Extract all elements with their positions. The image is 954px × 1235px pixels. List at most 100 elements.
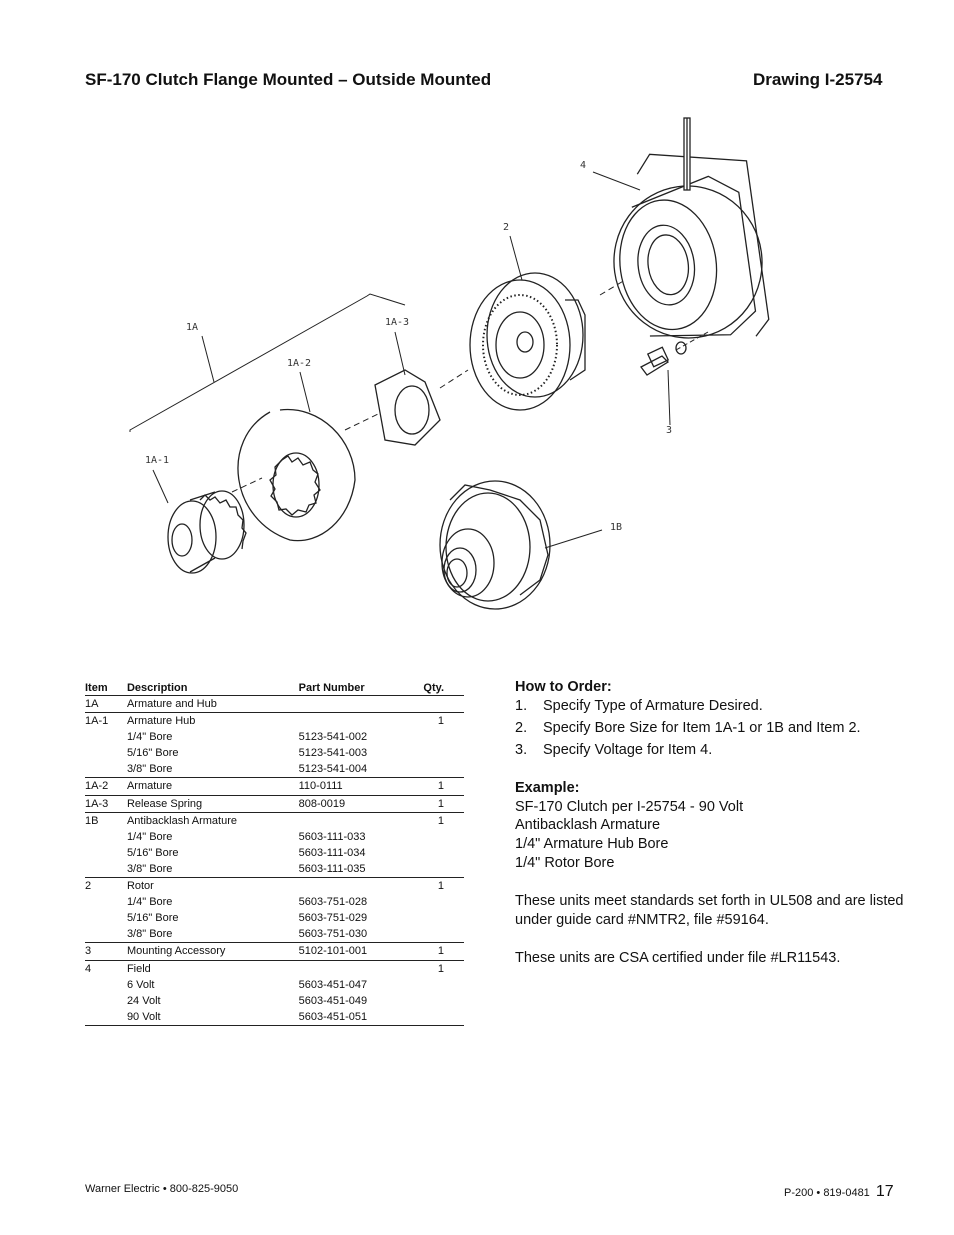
qty-cell: 1 (423, 777, 464, 796)
qty-cell (423, 845, 464, 861)
column-header-part-number: Part Number (298, 680, 424, 696)
table-row: 5/16" Bore 5123-541-003 (85, 745, 464, 761)
part-number-cell: 5603-111-033 (298, 830, 366, 843)
description-cell: 24 Volt (126, 994, 161, 1007)
table-row: 3/8" Bore 5603-751-030 (85, 926, 464, 943)
qty-cell (423, 993, 464, 1009)
qty-cell: 1 (423, 959, 464, 977)
table-header-row: Item Description Part Number Qty. (85, 680, 464, 696)
description-cell: Release Spring (126, 794, 299, 813)
part-number-cell: 5603-451-047 (298, 978, 368, 991)
qty-cell (423, 745, 464, 761)
part-number-cell: 5603-451-049 (298, 994, 368, 1007)
description-cell: Rotor (126, 877, 299, 895)
label-4: 4 (580, 160, 586, 171)
item-cell (85, 894, 127, 910)
item-cell (85, 761, 127, 778)
table-row: 24 Volt 5603-451-049 (85, 993, 464, 1009)
page-title: SF-170 Clutch Flange Mounted – Outside M… (85, 70, 492, 89)
qty-cell (423, 926, 464, 943)
description-cell: 90 Volt (126, 1008, 299, 1026)
part-number-cell: 808-0019 (298, 794, 424, 813)
item-cell (85, 745, 127, 761)
label-2: 2 (503, 222, 509, 233)
qty-cell (423, 729, 464, 745)
description-cell: Armature (126, 777, 299, 796)
item-cell: 4 (85, 959, 127, 977)
footer-company: Warner Electric • 800-825-9050 (85, 1183, 239, 1195)
item-cell (85, 910, 127, 926)
description-cell: 5/16" Bore (126, 747, 179, 760)
qty-cell (423, 829, 464, 845)
ul-note: These units meet standards set forth in … (515, 893, 904, 928)
qty-cell (423, 894, 464, 910)
description-cell: 1/4" Bore (126, 896, 173, 909)
part-number-cell: 5123-541-003 (298, 747, 368, 760)
part-number-cell (298, 712, 424, 730)
qty-cell: 1 (423, 794, 464, 813)
label-3: 3 (666, 425, 672, 436)
label-1a3: 1A-3 (385, 317, 409, 328)
label-1a2: 1A-2 (287, 358, 311, 369)
item-cell: 2 (85, 877, 127, 895)
qty-cell: 1 (423, 712, 464, 730)
rotor-part-2 (469, 272, 586, 411)
leader-lines (129, 171, 709, 549)
qty-cell: 1 (423, 942, 464, 960)
drawing-number: Drawing I-25754 (753, 70, 883, 89)
how-to-order-heading: How to Order: (515, 679, 612, 695)
part-number-cell: 5123-541-002 (298, 731, 368, 744)
ordering-info: How to Order: 1.Specify Type of Armature… (515, 678, 905, 968)
item-cell (85, 993, 127, 1009)
footer-catalog-number: P-200 • 819-0481 (784, 1187, 870, 1199)
example-line: 1/4" Armature Hub Bore (515, 835, 669, 852)
description-cell: Antibacklash Armature (126, 811, 299, 829)
item-cell: 1A-2 (85, 777, 127, 796)
example-line: SF-170 Clutch per I-25754 - 90 Volt (515, 798, 744, 815)
column-header-qty: Qty. (423, 680, 464, 696)
example-line: 1/4" Rotor Bore (515, 854, 615, 871)
part-number-cell: 110-0111 (298, 777, 424, 796)
csa-note: These units are CSA certified under file… (515, 950, 841, 967)
part-number-cell (299, 696, 424, 713)
part-number-cell: 5123-541-004 (298, 763, 368, 776)
part-number-cell: 5603-111-034 (298, 846, 366, 859)
description-cell: 3/8" Bore (126, 928, 173, 941)
part-number-cell (298, 811, 424, 829)
antibacklash-armature-part-1b (439, 480, 551, 610)
description-cell: 3/8" Bore (126, 763, 173, 776)
qty-cell: 1 (423, 811, 464, 829)
part-number-cell: 5102-101-001 (298, 942, 424, 960)
item-cell: 3 (85, 942, 127, 960)
qty-cell (423, 696, 464, 713)
description-cell: 6 Volt (126, 978, 155, 991)
item-cell (85, 1008, 127, 1026)
qty-cell (423, 861, 464, 878)
item-cell (85, 729, 127, 745)
field-part-4 (613, 153, 770, 339)
description-cell: 1/4" Bore (126, 731, 173, 744)
part-number-cell: 5603-751-030 (298, 928, 368, 941)
label-1a1: 1A-1 (145, 455, 169, 466)
part-number-cell (298, 959, 424, 977)
part-number-cell (298, 877, 424, 895)
example-line: Antibacklash Armature (515, 817, 661, 834)
armature-hub-part-1a1 (167, 490, 247, 574)
part-number-cell: 5603-751-029 (298, 912, 368, 925)
table-row: 1/4" Bore 5123-541-002 (85, 729, 464, 745)
item-cell: 1A-3 (85, 794, 127, 813)
item-cell: 1A (85, 698, 99, 710)
part-number-cell: 5603-451-051 (298, 1008, 424, 1026)
description-cell: 3/8" Bore (126, 862, 173, 875)
